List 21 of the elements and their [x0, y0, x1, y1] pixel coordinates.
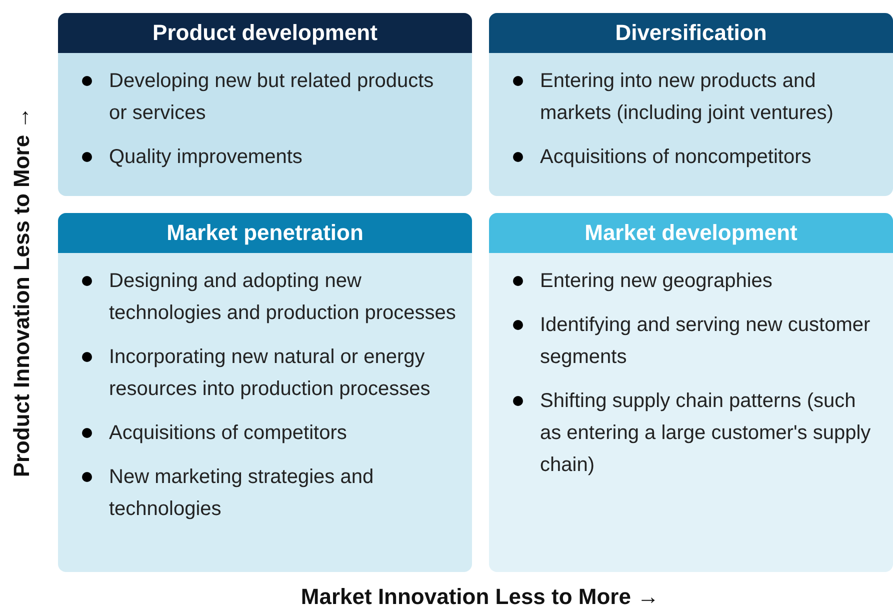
quadrant-card — [489, 213, 893, 572]
bullet-item: Acquisitions of competitors — [80, 417, 456, 449]
bullet-item: Incorporating new natural or energy resources into production processes — [80, 341, 456, 405]
axis-label: Market Innovation Less to More → — [300, 584, 660, 607]
quadrant-card — [58, 13, 472, 196]
bullet-item: Entering new geographies — [511, 265, 877, 297]
bullet-item: New marketing strategies and technologies — [80, 461, 456, 525]
bullet-item: Developing new but related products or services — [80, 65, 456, 129]
quadrant-header: Product development — [58, 13, 472, 53]
bullet-item: Acquisitions of noncompetitors — [511, 141, 877, 173]
bullet-item: Entering into new products and markets (including joint ventures) — [511, 65, 877, 129]
bullet-item: Identifying and serving new customer segments — [511, 309, 877, 373]
quadrant-header: Diversification — [489, 13, 893, 53]
quadrant-card — [58, 213, 472, 572]
quadrant-card — [489, 13, 893, 196]
bullet-item: Quality improvements — [80, 141, 456, 173]
bullet-item: Designing and adopting new technologies and production processes — [80, 265, 456, 329]
quadrant-header: Market penetration — [58, 213, 472, 253]
quadrant-header: Market development — [489, 213, 893, 253]
axis-label: Product Innovation Less to More → — [9, 106, 35, 478]
bullet-item: Shifting supply chain patterns (such as entering a large customer's supply chain) — [511, 385, 877, 481]
